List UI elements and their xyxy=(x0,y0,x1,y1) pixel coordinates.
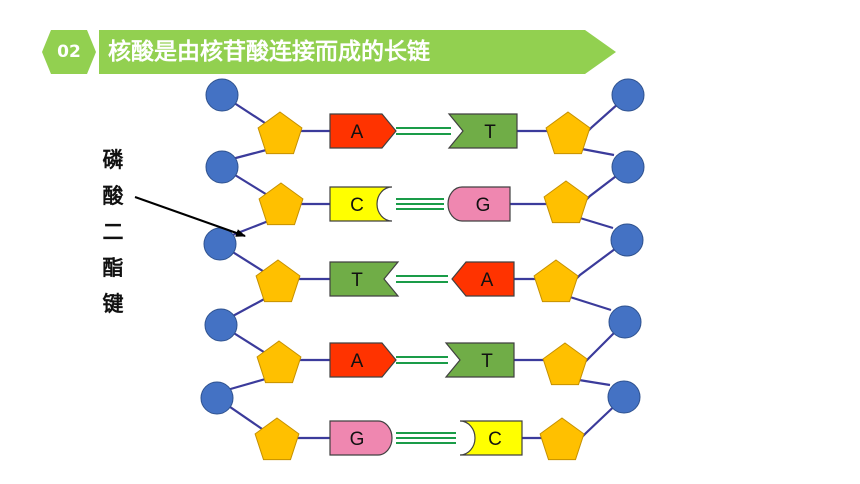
phosphate-group xyxy=(205,150,239,184)
backbone-link xyxy=(226,376,270,392)
phosphate-group xyxy=(203,227,237,261)
base-label: T xyxy=(484,122,496,143)
deoxyribose-sugar xyxy=(255,259,301,303)
phosphate-group xyxy=(607,380,641,414)
base-layer: A T C G T A A T G C xyxy=(329,113,523,456)
base-label: C xyxy=(488,429,502,450)
backbone-link xyxy=(581,147,615,157)
backbone-link xyxy=(231,147,271,161)
base-t-shape xyxy=(447,113,518,149)
base-g-shape xyxy=(447,186,511,222)
phosphate-group xyxy=(200,381,234,415)
phosphate-group xyxy=(608,305,642,339)
backbone-link xyxy=(230,296,269,318)
deoxyribose-sugar xyxy=(257,111,303,155)
label-char: 酸 xyxy=(102,183,124,208)
base-label: C xyxy=(350,195,364,216)
backbone-link xyxy=(579,216,614,230)
phosphate-group xyxy=(204,308,238,342)
base-label: A xyxy=(351,122,364,143)
hydrogen-bond-layer xyxy=(396,127,456,444)
deoxyribose-sugar xyxy=(542,342,588,386)
label-char: 二 xyxy=(102,219,124,244)
backbone-link xyxy=(578,378,611,387)
label-char: 键 xyxy=(102,291,124,316)
base-c-shape xyxy=(459,420,523,456)
base-label: T xyxy=(351,270,363,291)
deoxyribose-sugar xyxy=(533,259,579,303)
section-number: 02 xyxy=(57,42,81,62)
deoxyribose-sugar xyxy=(254,417,300,461)
label-char: 磷 xyxy=(102,147,124,172)
label-char: 酯 xyxy=(102,255,124,280)
base-label: T xyxy=(481,351,493,372)
label-pointer-arrow xyxy=(134,196,246,237)
base-label: A xyxy=(481,270,494,291)
deoxyribose-sugar xyxy=(539,417,585,461)
deoxyribose-sugar xyxy=(543,180,589,224)
base-t-shape xyxy=(329,261,400,297)
phosphate-group xyxy=(611,150,645,184)
title-banner xyxy=(42,30,616,74)
base-label: A xyxy=(351,351,364,372)
base-t-shape xyxy=(444,342,515,378)
backbone-link xyxy=(569,295,612,312)
base-label: G xyxy=(476,195,491,216)
section-title: 核酸是由核苷酸连接而成的长链 xyxy=(108,39,430,65)
base-a-shape xyxy=(329,113,397,149)
phosphate-group xyxy=(610,223,644,257)
deoxyribose-sugar xyxy=(258,182,304,226)
node-layer xyxy=(200,78,645,461)
section-badge xyxy=(42,30,96,74)
phosphodiester-bond-label: 磷 酸 二 酯 键 xyxy=(98,142,128,322)
deoxyribose-sugar xyxy=(545,111,591,155)
phosphate-group xyxy=(611,78,645,112)
base-label: G xyxy=(350,429,365,450)
base-a-shape xyxy=(329,342,397,378)
base-g-shape xyxy=(329,420,393,456)
phosphate-group xyxy=(205,78,239,112)
base-c-shape xyxy=(329,186,393,222)
title-banner-bar xyxy=(99,30,616,74)
deoxyribose-sugar xyxy=(256,340,302,384)
base-a-shape xyxy=(451,261,515,297)
